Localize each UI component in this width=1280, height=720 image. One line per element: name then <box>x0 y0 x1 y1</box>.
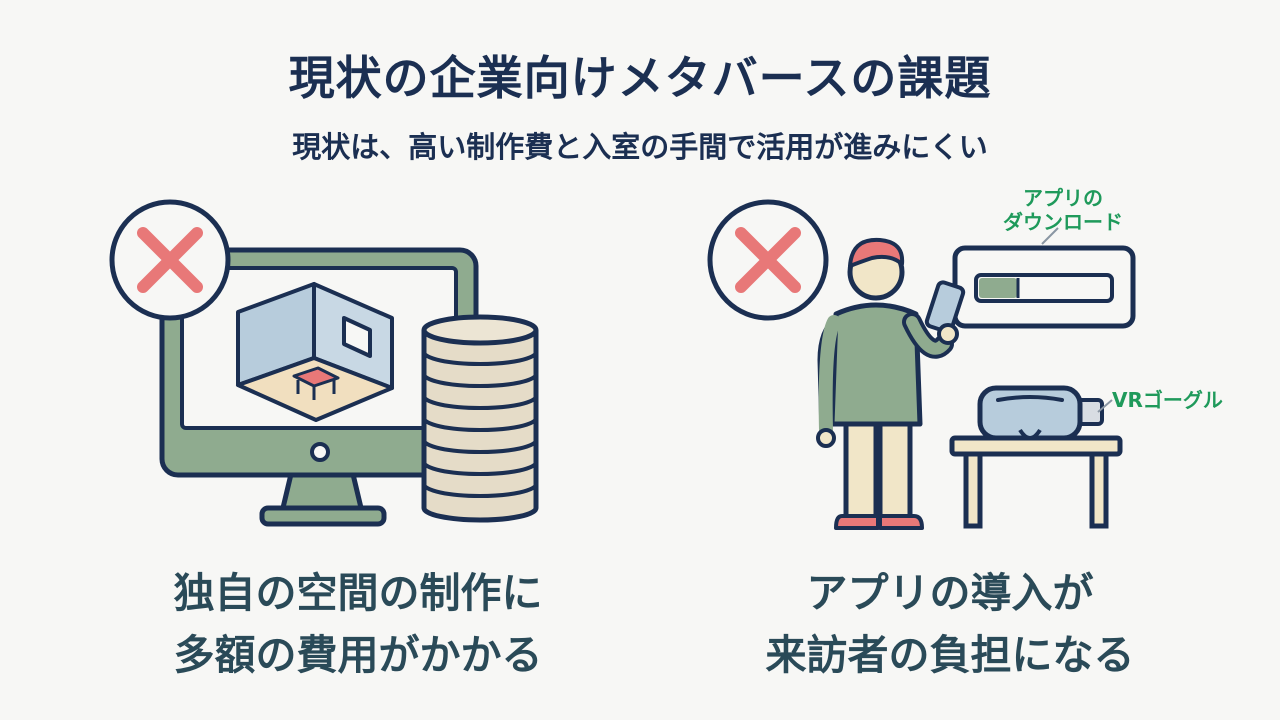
download-progress-icon <box>952 227 1136 329</box>
table-icon <box>949 435 1123 529</box>
x-mark-icon <box>109 199 231 321</box>
right-caption-line2: 来訪者の負担になる <box>765 631 1135 679</box>
x-mark-icon <box>707 199 829 321</box>
page-subtitle: 現状は、高い制作費と入室の手間で活用が進みにくい <box>292 130 988 164</box>
person-icon <box>816 237 954 530</box>
page-title: 現状の企業向けメタバースの課題 <box>288 51 992 105</box>
app-download-label: アプリの ダウンロード <box>968 186 1158 234</box>
3d-room-icon <box>236 282 394 422</box>
right-caption-line1: アプリの導入が <box>806 569 1094 617</box>
app-download-label-line1: アプリの <box>1023 186 1103 210</box>
app-download-label-line2: ダウンロード <box>1003 210 1123 234</box>
coin-stack-icon <box>421 314 539 523</box>
smartphone-icon <box>924 280 966 345</box>
left-caption-line1: 独自の空間の制作に <box>173 569 543 617</box>
right-caption: アプリの導入が 来訪者の負担になる <box>670 562 1230 686</box>
left-caption-line2: 多額の費用がかかる <box>173 631 543 679</box>
left-caption: 独自の空間の制作に 多額の費用がかかる <box>78 562 638 686</box>
vr-goggle-icon <box>977 385 1113 441</box>
vr-goggle-label: VRゴーグル <box>1112 388 1223 412</box>
